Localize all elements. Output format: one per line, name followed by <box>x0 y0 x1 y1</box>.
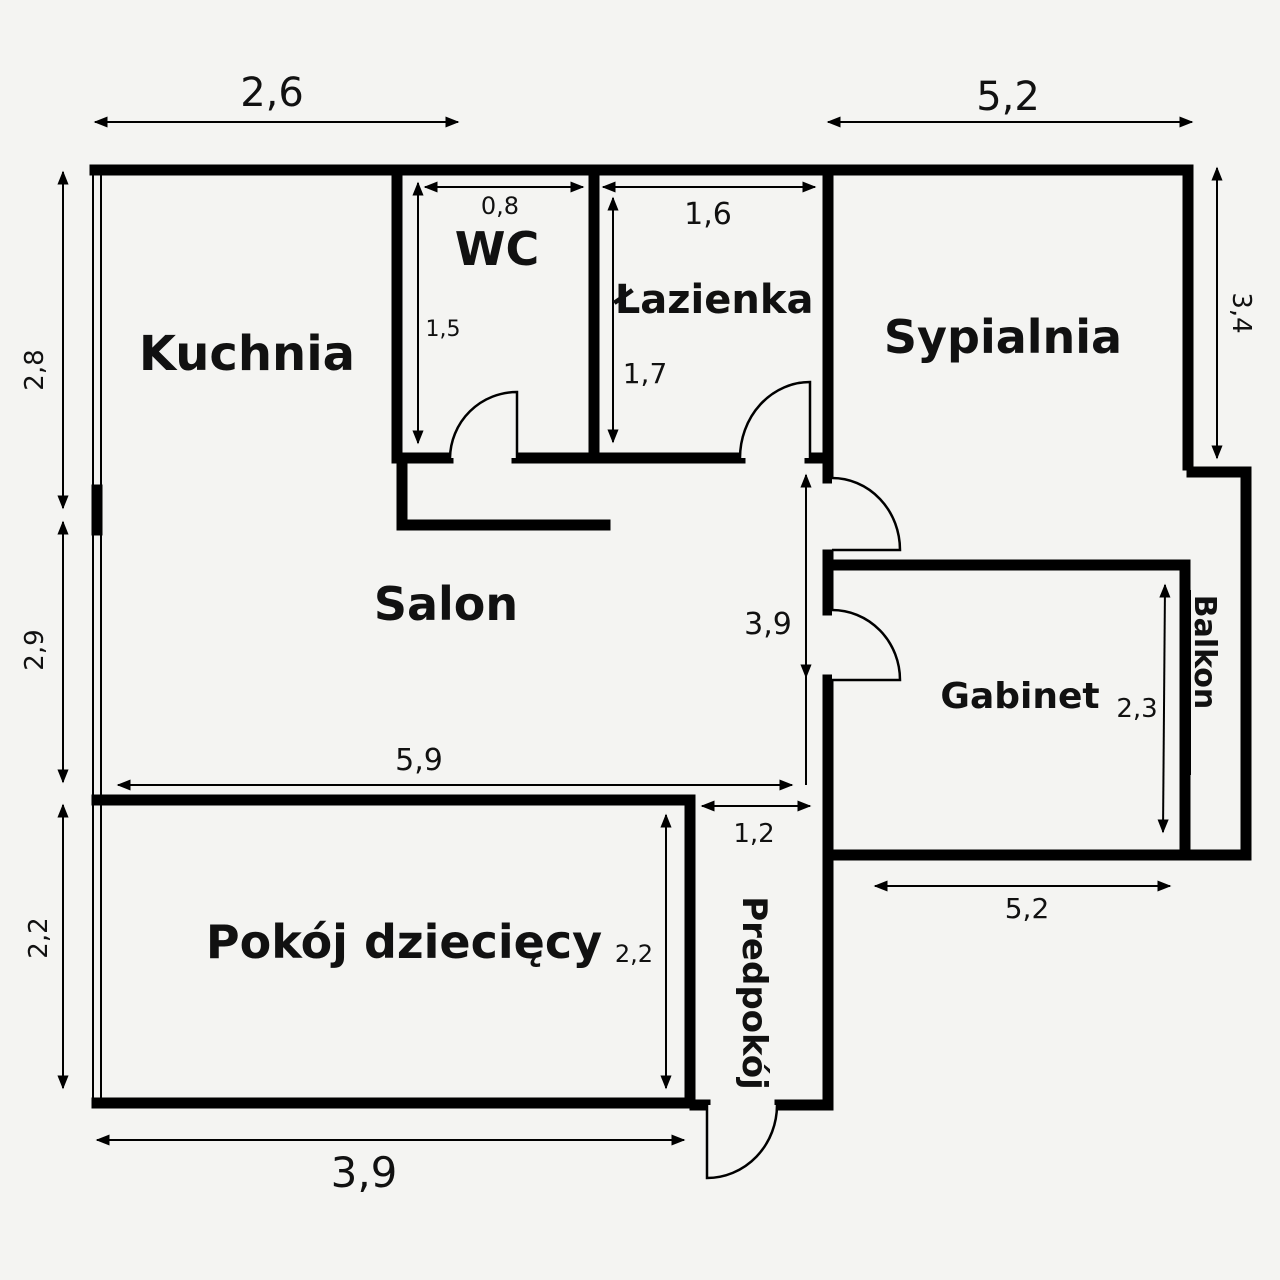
dim-wc-height: 1,5 <box>426 317 461 342</box>
wc-door <box>448 390 519 459</box>
dim-living-height: 3,9 <box>744 607 792 642</box>
dim-wc-width: 0,8 <box>481 192 519 220</box>
dim-top-left: 2,6 <box>240 70 304 116</box>
room-label-balcony: Balkon <box>1187 595 1222 710</box>
dimension-lines <box>57 116 1223 1146</box>
dim-living-width: 5,9 <box>395 743 443 778</box>
walls <box>89 164 1252 1111</box>
entrance-door <box>705 1104 779 1180</box>
dim-left-top: 2,8 <box>20 349 50 390</box>
room-label-bathroom: Łazienka <box>613 277 814 323</box>
dim-top-right: 5,2 <box>976 74 1040 120</box>
dim-right-top: 3,4 <box>1226 292 1256 333</box>
office-door <box>831 608 902 682</box>
dim-left-bottom: 2,2 <box>24 917 54 958</box>
dim-kids-height: 2,2 <box>615 940 653 968</box>
dim-bathroom-height: 1,7 <box>623 357 668 390</box>
dim-office-width: 5,2 <box>1005 892 1050 925</box>
room-label-kids-room: Pokój dziecięcy <box>206 915 602 969</box>
room-label-office: Gabinet <box>940 676 1099 717</box>
room-label-kitchen: Kuchnia <box>139 326 355 382</box>
room-label-living: Salon <box>374 577 518 631</box>
bedroom-door <box>831 476 902 552</box>
room-label-bedroom: Sypialnia <box>884 310 1122 364</box>
windows <box>92 175 1193 1098</box>
room-label-hallway: Predpokój <box>734 896 774 1090</box>
bathroom-door <box>738 380 812 459</box>
dim-bottom: 3,9 <box>331 1148 398 1197</box>
doors <box>448 380 902 1180</box>
dim-office-height: 2,3 <box>1116 694 1157 724</box>
room-label-wc: WC <box>455 222 540 276</box>
dim-bathroom-width: 1,6 <box>684 197 732 232</box>
dim-hallway-width: 1,2 <box>733 819 774 849</box>
dim-left-middle: 2,9 <box>20 629 50 670</box>
